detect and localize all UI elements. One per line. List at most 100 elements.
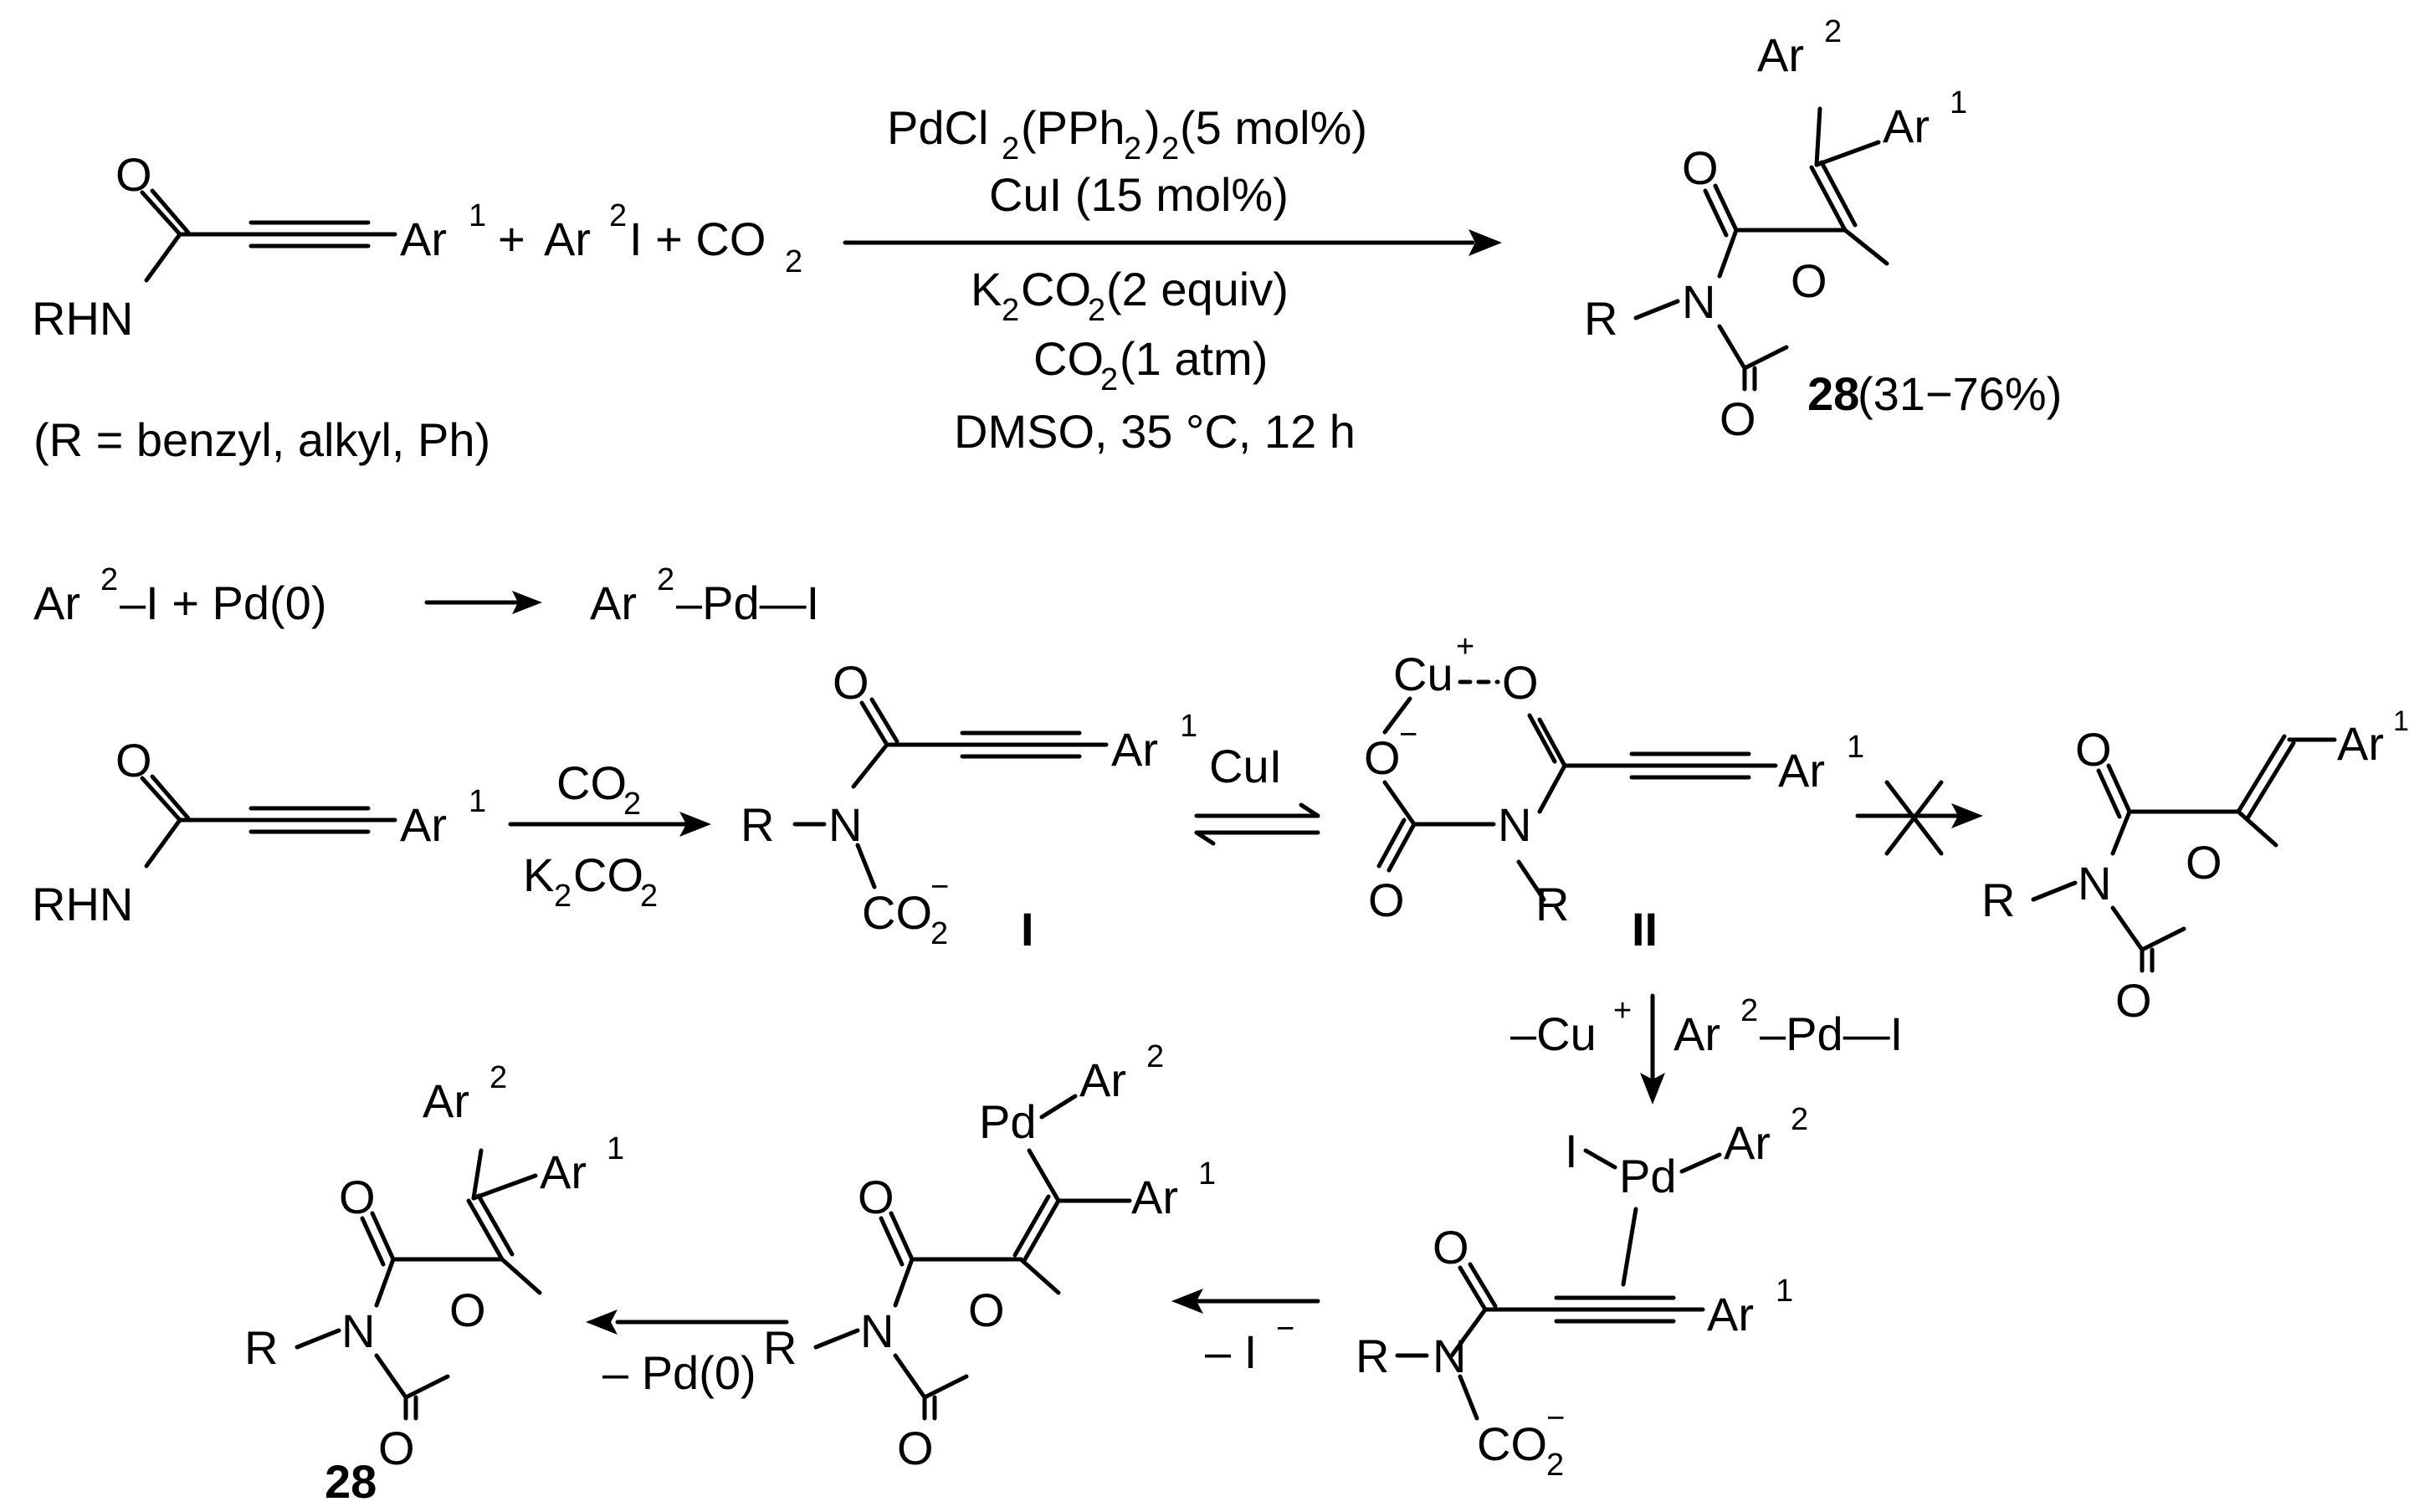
step1-co3: CO <box>573 848 643 901</box>
cond-line1b: (PPh <box>1021 101 1125 154</box>
p28-ar1-sup: 1 <box>1950 85 1967 120</box>
vpd-ar2-sup: 2 <box>1146 1039 1164 1074</box>
main-reaction-arrow <box>843 229 1502 256</box>
side-r: R <box>1981 874 2015 926</box>
p28-o-ring: O <box>1791 254 1827 307</box>
blocked-arrow <box>1855 780 1983 856</box>
p28-o-bottom: O <box>1720 392 1756 445</box>
vpd-ar2: Ar <box>1079 1053 1126 1106</box>
cond-line1-sub2: 2 <box>1124 131 1141 167</box>
side-product: O N O O R Ar 1 <box>1981 705 2409 1027</box>
step3-ar: Ar <box>1673 1007 1720 1060</box>
cond-line3-sub1: 2 <box>1002 293 1019 328</box>
step2-cui: CuI <box>1209 740 1282 792</box>
int1-co2-minus: − <box>930 869 949 905</box>
int2-r: R <box>1535 878 1569 930</box>
step3-cu: –Cu <box>1510 1007 1597 1060</box>
vpd-o-bottom: O <box>897 1422 934 1474</box>
int2-o-bottom: O <box>1368 874 1405 926</box>
step5-arrow: – Pd(0) <box>586 1310 789 1399</box>
vpd-ar1: Ar <box>1131 1171 1178 1223</box>
product-yield-top: (31−76%) <box>1858 367 2062 420</box>
int1-co2: CO <box>862 886 932 939</box>
int1-r: R <box>741 798 774 851</box>
step3-cu-plus: + <box>1613 993 1632 1028</box>
final-o-ring: O <box>449 1284 486 1336</box>
cond-line1c: ) <box>1145 101 1161 154</box>
oxidative-addition: Ar 2 –I + Pd(0) Ar 2 –Pd—I <box>33 562 819 629</box>
final-ar1-sup: 1 <box>607 1131 624 1166</box>
step3-pd: –Pd—I <box>1760 1007 1903 1060</box>
ar1-top: Ar <box>400 213 447 265</box>
side-n: N <box>2078 857 2111 910</box>
vpd-o-carbonyl: O <box>858 1171 894 1223</box>
ar2i-tail: I + CO <box>629 213 766 265</box>
p28-r: R <box>1584 292 1617 345</box>
p28-ar1: Ar <box>1883 100 1930 152</box>
side-o-ring: O <box>2186 836 2222 889</box>
p28-n: N <box>1682 275 1715 328</box>
int2-n: N <box>1498 798 1531 851</box>
cplx-i: I <box>1565 1125 1578 1177</box>
amide-rhn-top: RHN <box>32 292 133 345</box>
co2-sub-top: 2 <box>785 244 802 279</box>
oa-right-rest: –Pd—I <box>676 577 819 629</box>
vpd-n: N <box>860 1304 894 1357</box>
equilibrium-arrow: CuI <box>1194 740 1320 846</box>
step4-label: – I <box>1205 1325 1257 1378</box>
step1-k: K <box>523 848 554 901</box>
product-28-final: O N O O R Ar 2 Ar 1 28 <box>244 1060 624 1508</box>
int2-o-minus-sign: − <box>1399 717 1417 752</box>
cond-line1a: PdCl <box>887 101 988 154</box>
starting-amide-top: O RHN Ar 1 <box>32 148 486 345</box>
cplx-r: R <box>1356 1330 1389 1382</box>
cplx-ar2-sup: 2 <box>1791 1102 1808 1137</box>
plus-sign-top: + <box>498 213 525 265</box>
final-ar2-sup: 2 <box>489 1060 507 1095</box>
vinyl-pd-intermediate: Pd Ar 2 Ar 1 O N O O R <box>763 1039 1216 1474</box>
step1-co2: CO <box>556 756 627 809</box>
step4-arrow: – I − <box>1171 1289 1320 1378</box>
step3-ar-sup: 2 <box>1740 993 1758 1028</box>
final-ar1: Ar <box>540 1146 587 1198</box>
reaction-conditions: PdCl 2 (PPh 2 ) 2 (5 mol%) CuI (15 mol%)… <box>887 101 1367 458</box>
int2-o-minus: O <box>1364 731 1401 784</box>
ar2i-sup: 2 <box>609 198 627 233</box>
cond-line5: DMSO, 35 °C, 12 h <box>954 405 1356 458</box>
mech-amide-ar: Ar <box>400 798 447 851</box>
cond-line1-sub1: 2 <box>1002 131 1019 167</box>
starting-amide-mech: O RHN Ar 1 <box>32 734 486 930</box>
final-r: R <box>244 1321 278 1374</box>
mech-amide-o: O <box>115 734 152 787</box>
step4-minus: − <box>1276 1311 1294 1346</box>
intermediate-II: Cu + O O − O N R Ar 1 II <box>1364 629 1864 956</box>
cond-line1-sub3: 2 <box>1161 131 1179 167</box>
cplx-n: N <box>1433 1330 1466 1382</box>
int2-cu-plus: + <box>1456 629 1474 664</box>
amide-oxygen-top: O <box>115 148 152 201</box>
final-number: 28 <box>325 1455 377 1508</box>
oa-left-ar: Ar <box>33 577 80 629</box>
final-ar2: Ar <box>423 1074 469 1127</box>
side-o-carbonyl: O <box>2075 723 2112 776</box>
int2-o-cu: O <box>1502 656 1539 709</box>
cond-line3c: (2 equiv) <box>1106 263 1289 315</box>
int1-ar: Ar <box>1111 723 1158 776</box>
cond-line2: CuI (15 mol%) <box>989 168 1289 221</box>
step1-co2-sub: 2 <box>623 787 641 822</box>
vpd-o-ring: O <box>968 1284 1005 1336</box>
int1-co2-sub: 2 <box>930 916 948 951</box>
cond-line4a: CO <box>1033 332 1104 385</box>
cplx-ar1: Ar <box>1707 1288 1754 1340</box>
final-o-carbonyl: O <box>339 1171 376 1223</box>
int1-n: N <box>828 798 862 851</box>
int1-ar-sup: 1 <box>1180 709 1197 744</box>
final-o-bottom: O <box>378 1422 415 1474</box>
cplx-o: O <box>1433 1221 1469 1274</box>
step3-arrow: –Cu + Ar 2 –Pd—I <box>1510 993 1903 1105</box>
p28-o-carbonyl: O <box>1682 141 1719 194</box>
oa-right-sup: 2 <box>657 562 674 597</box>
p28-ar2-sup: 2 <box>1824 14 1842 49</box>
cond-line1d: (5 mol%) <box>1180 101 1367 154</box>
